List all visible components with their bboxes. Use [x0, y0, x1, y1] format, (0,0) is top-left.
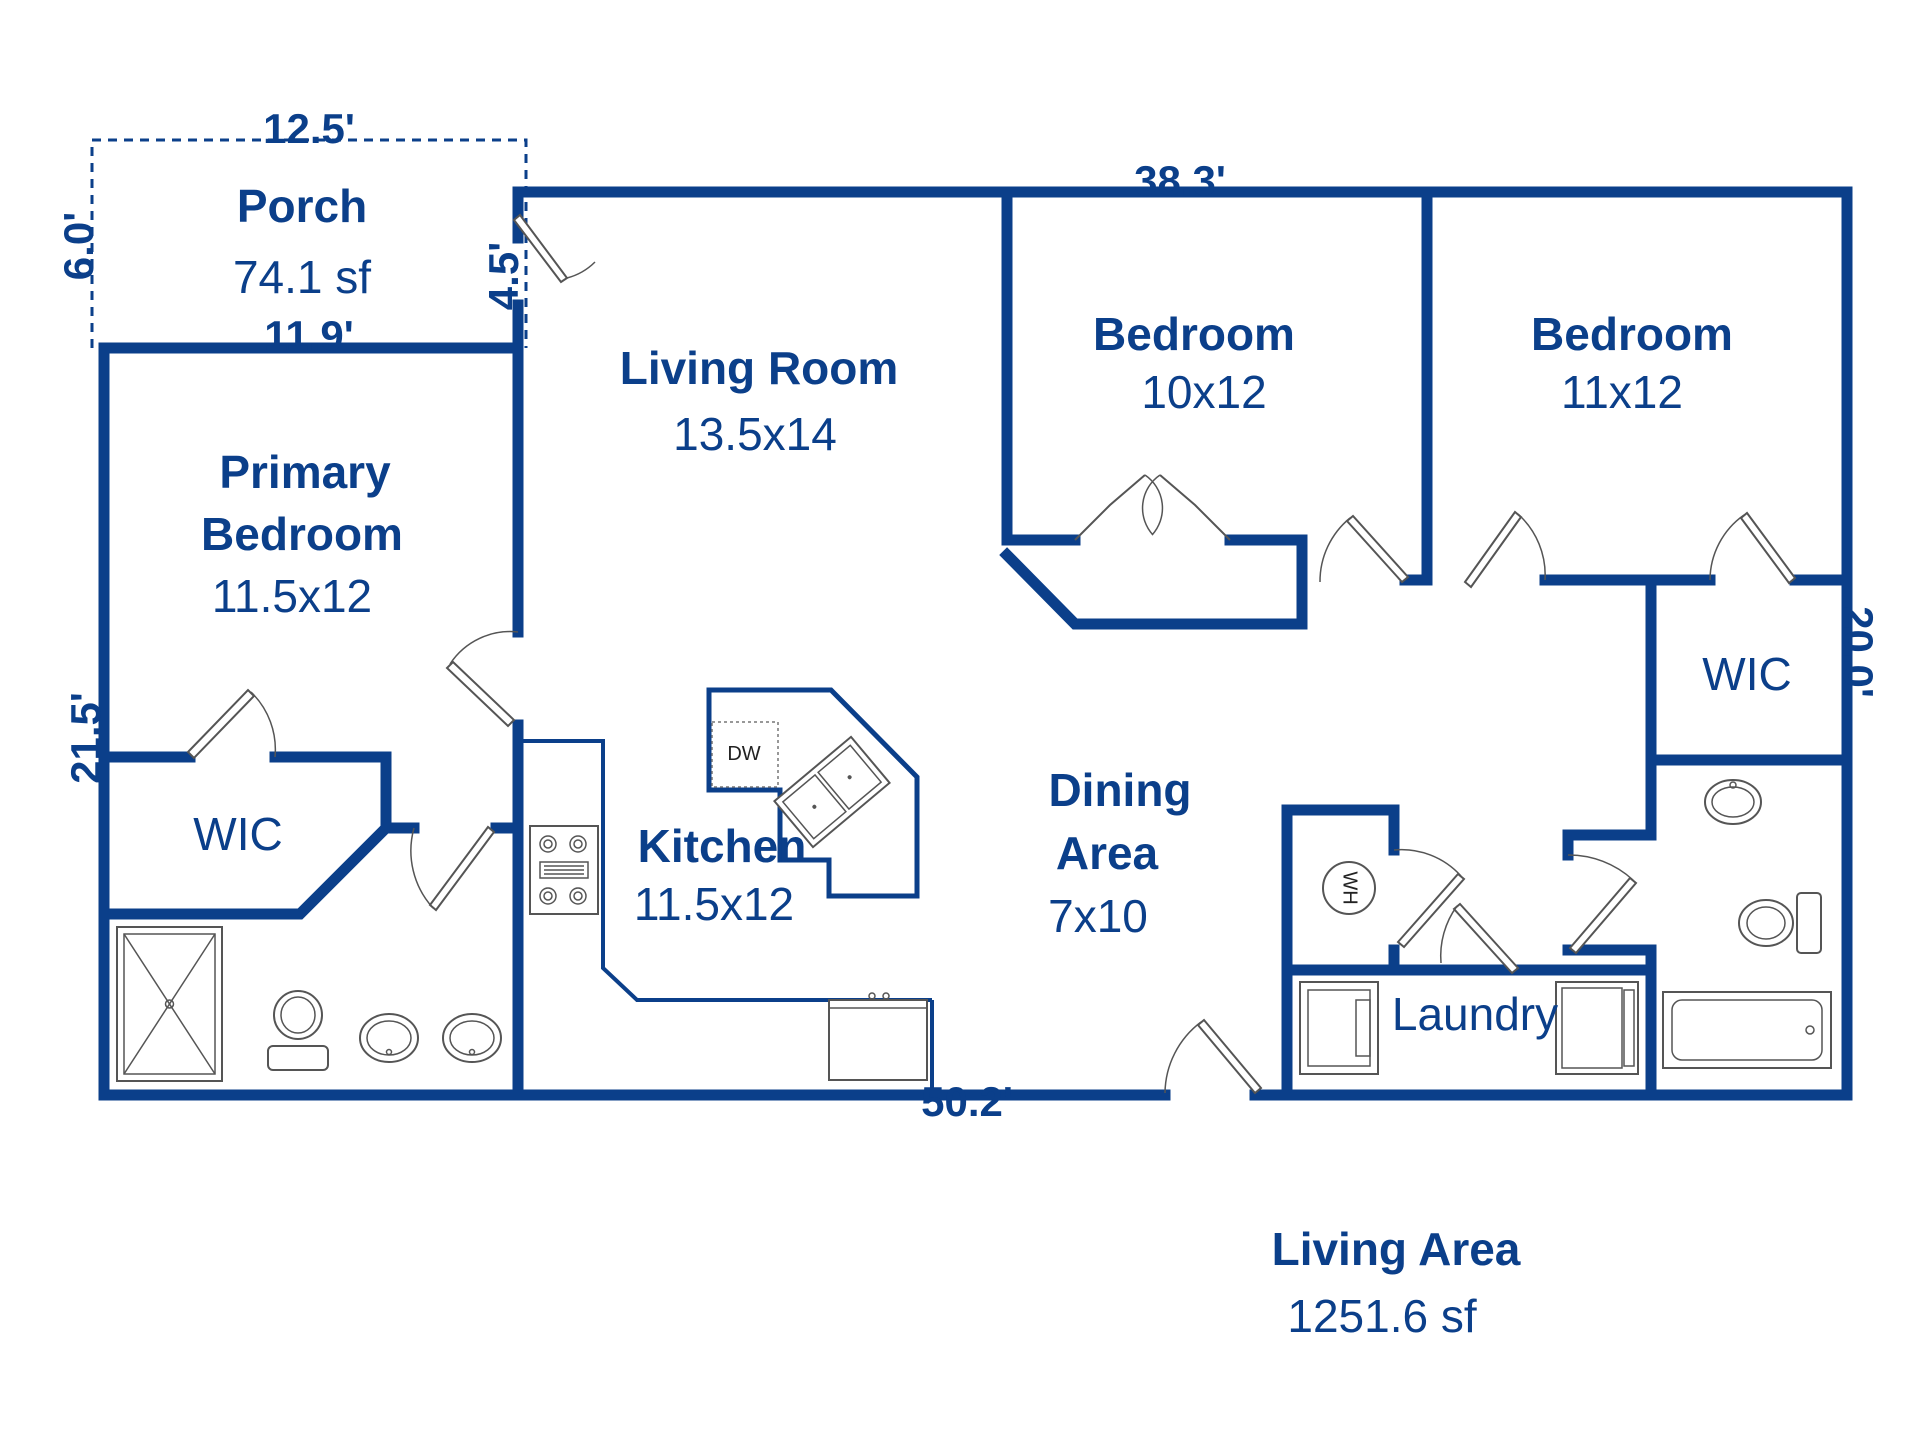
primary-toilet: [267, 990, 329, 1071]
porch-name: Porch: [237, 180, 367, 232]
primary-wic-door[interactable]: [186, 688, 277, 760]
dim-porch-side: 6.0': [55, 212, 102, 280]
dining-name-1: Dining: [1048, 764, 1191, 816]
primary-shower: [116, 926, 223, 1082]
primary-sink-1: [359, 1013, 419, 1063]
bedroom3-door[interactable]: [1463, 510, 1546, 589]
dining-name-2: Area: [1056, 827, 1159, 879]
doors: [186, 213, 1797, 1095]
dim-porch-top: 12.5': [263, 105, 355, 152]
dim-left-overall: 21.5': [62, 692, 109, 784]
island-sink: [773, 735, 891, 849]
water-heater: WH: [1322, 861, 1376, 915]
entry-door[interactable]: [512, 213, 596, 284]
bath-door[interactable]: [1567, 854, 1638, 955]
wic-right-name: WIC: [1702, 648, 1791, 700]
bedroom3-name: Bedroom: [1531, 308, 1733, 360]
water-heater-door[interactable]: [1393, 848, 1466, 949]
bedroom3-size: 11x12: [1561, 366, 1683, 418]
summary-value: 1251.6 sf: [1287, 1290, 1476, 1342]
dimension-labels: 12.5' 11.9' 6.0' 4.5' 38.3' 21.5' 20.0' …: [55, 105, 1882, 1125]
dim-right-overall: 20.0': [1835, 606, 1882, 698]
bedroom2-name: Bedroom: [1093, 308, 1295, 360]
dishwasher-label: DW: [727, 743, 760, 765]
bedroom2-door[interactable]: [1319, 514, 1410, 584]
summary-title: Living Area: [1272, 1223, 1521, 1275]
bedroom2-closet-door[interactable]: [1074, 474, 1231, 541]
dim-top-overall: 38.3': [1134, 157, 1226, 204]
water-heater-label: WH: [1339, 871, 1361, 904]
dishwasher-outline: [711, 721, 779, 788]
kitchen-counter: [523, 739, 934, 1088]
primary-bedroom-name-2: Bedroom: [201, 508, 403, 560]
dryer: [1555, 981, 1639, 1075]
primary-bedroom-name-1: Primary: [219, 446, 391, 498]
wic-right-door[interactable]: [1709, 511, 1797, 585]
rear-door[interactable]: [1164, 1018, 1263, 1095]
dim-porch-bottom: 11.9': [264, 312, 353, 359]
laundry-door[interactable]: [1439, 902, 1520, 975]
porch-size: 74.1 sf: [233, 251, 371, 303]
living-room-size: 13.5x14: [673, 408, 837, 460]
dim-entry-side: 4.5': [480, 242, 527, 310]
washer: [1299, 981, 1379, 1075]
living-room-name: Living Room: [620, 342, 899, 394]
bath-toilet: [1738, 892, 1822, 954]
bathtub: [1662, 991, 1832, 1069]
primary-bath-door[interactable]: [410, 825, 496, 912]
bedroom2-size: 10x12: [1141, 366, 1266, 418]
dining-size: 7x10: [1048, 890, 1148, 942]
walls: [98, 186, 1853, 1101]
primary-bedroom-size: 11.5x12: [212, 570, 372, 622]
laundry-name: Laundry: [1392, 988, 1558, 1040]
counter-sink: [828, 992, 928, 1081]
bath-sink: [1704, 779, 1762, 825]
room-labels: Porch 74.1 sf Living Room 13.5x14 Bedroo…: [193, 180, 1791, 1040]
range: [529, 825, 599, 915]
primary-wic-name: WIC: [193, 808, 282, 860]
porch-outline: [90, 138, 528, 348]
living-area-summary: Living Area 1251.6 sf: [1272, 1223, 1521, 1342]
primary-bedroom-door[interactable]: [445, 630, 519, 728]
kitchen-name: Kitchen: [638, 820, 807, 872]
primary-sink-2: [442, 1013, 502, 1063]
kitchen-size: 11.5x12: [634, 878, 794, 930]
dim-bottom-overall: 50.2': [921, 1078, 1013, 1125]
kitchen-island: DW: [706, 687, 920, 899]
